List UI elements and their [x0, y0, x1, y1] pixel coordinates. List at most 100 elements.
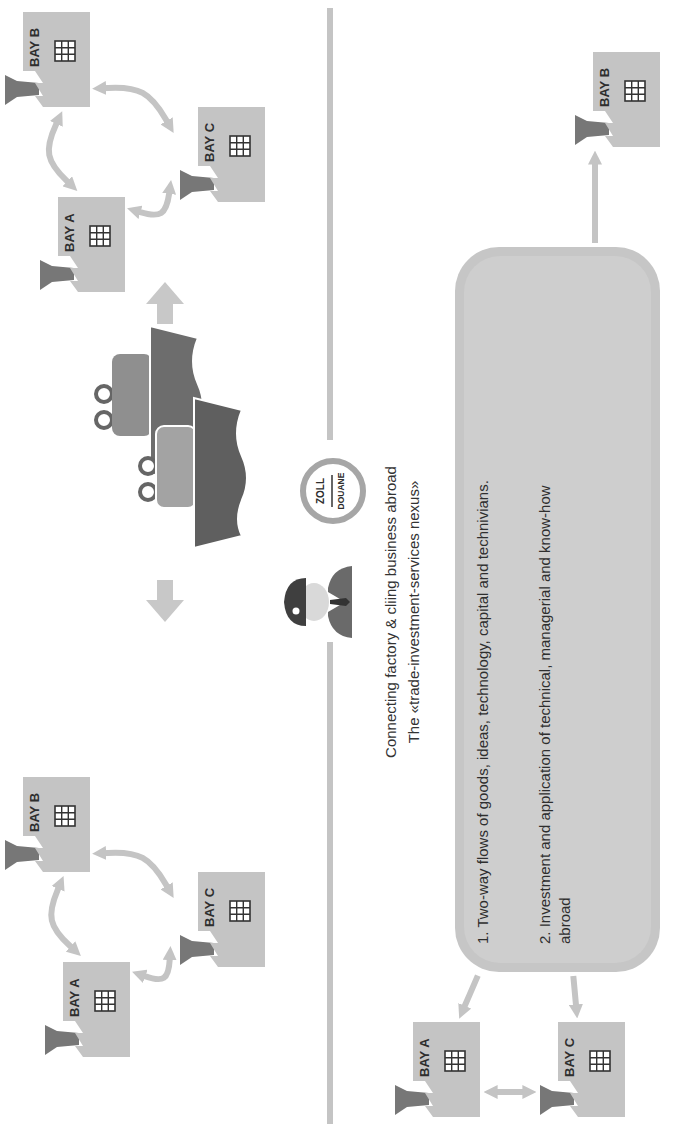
factory-window — [95, 991, 115, 1011]
flow-connector — [492, 1089, 528, 1095]
bay-label: BAY C — [562, 1022, 579, 1077]
factory-chimney — [575, 115, 609, 145]
ship-funnel — [96, 412, 112, 428]
factory-node: BAY B — [575, 52, 660, 147]
bay-label: BAY A — [417, 1022, 434, 1077]
factory-window — [55, 41, 75, 61]
cap-star — [293, 608, 300, 615]
factory-node: BAY C — [180, 107, 265, 202]
caption-text: The «trade-investment-services nexus» — [405, 352, 422, 872]
customs-text: DOUANE — [336, 458, 347, 524]
factory-chimney — [40, 260, 74, 290]
factory-shape — [5, 12, 90, 107]
ship-icon — [140, 398, 247, 548]
ship-funnel — [140, 484, 156, 500]
factory-node: BAY A — [45, 962, 130, 1057]
badge-ring — [303, 461, 363, 521]
info-box: 1. Two-way flows of goods, ideas, techno… — [455, 247, 660, 972]
box-outer — [455, 247, 660, 972]
ship-cabin — [112, 354, 152, 436]
flow-connector — [573, 976, 576, 1010]
window-grid — [95, 991, 115, 1011]
factory-body — [58, 197, 125, 292]
circle-shape — [300, 458, 366, 524]
factory-node: BAY A — [40, 197, 125, 292]
factory-shape — [180, 872, 265, 967]
factory-window — [625, 81, 645, 101]
window-grid — [230, 901, 250, 921]
flow-connector — [49, 119, 71, 185]
factory-window — [55, 806, 75, 826]
ship-hull — [194, 398, 247, 548]
window-grid — [445, 1051, 465, 1071]
badge-divider — [331, 475, 333, 507]
factory-shape — [540, 1022, 625, 1117]
info-text: 1. Two-way flows of goods, ideas, techno… — [473, 474, 493, 944]
factory-node: BAY C — [180, 872, 265, 967]
factory-chimney — [180, 170, 214, 200]
factory-body — [23, 12, 90, 107]
flow-connector — [51, 884, 74, 951]
bay-label: BAY A — [62, 197, 79, 252]
factory-window — [90, 226, 110, 246]
window-grid — [590, 1051, 610, 1071]
factory-chimney — [540, 1085, 574, 1115]
factory-body — [198, 107, 265, 202]
flow-connector — [101, 88, 170, 126]
customs-badge: ZOLL DOUANE — [300, 458, 366, 524]
factory-node: BAY B — [5, 777, 90, 872]
factory-node: BAY C — [540, 1022, 625, 1117]
factory-shape — [45, 962, 130, 1057]
flow-connector — [135, 188, 170, 214]
bay-label: BAY B — [597, 52, 614, 107]
factory-body — [23, 777, 90, 872]
factory-body — [413, 1022, 480, 1117]
window-grid — [230, 136, 250, 156]
officer-tie — [330, 598, 350, 606]
factory-window — [230, 136, 250, 156]
factory-body — [558, 1022, 625, 1117]
window-grid — [90, 226, 110, 246]
factory-body — [63, 962, 130, 1057]
caption-text: Connecting factory & cliing business abr… — [382, 352, 399, 872]
factory-body — [198, 872, 265, 967]
bay-label: BAY B — [27, 12, 44, 67]
window-grid — [55, 41, 75, 61]
bay-label: BAY B — [27, 777, 44, 832]
factory-chimney — [180, 935, 214, 965]
flow-connector — [140, 954, 170, 979]
box-inner — [464, 256, 651, 963]
ship-funnel — [140, 458, 156, 474]
factory-chimney — [395, 1085, 429, 1115]
factory-chimney — [5, 75, 39, 105]
flow-connector — [592, 159, 598, 243]
bay-label: BAY A — [67, 962, 84, 1017]
ship-funnel — [96, 386, 112, 402]
factory-shape — [40, 197, 125, 292]
factory-chimney — [5, 840, 39, 870]
factory-node: BAY B — [5, 12, 90, 107]
factory-window — [590, 1051, 610, 1071]
window-grid — [625, 81, 645, 101]
info-text: 2. Investment and application of technic… — [535, 474, 574, 944]
factory-shape — [575, 52, 660, 147]
factory-shape — [5, 777, 90, 872]
factory-node: BAY A — [395, 1022, 480, 1117]
factory-shape — [180, 107, 265, 202]
divider-line — [327, 8, 333, 440]
factory-window — [230, 901, 250, 921]
factory-chimney — [45, 1025, 79, 1055]
window-grid — [55, 806, 75, 826]
customs-officer — [284, 566, 352, 638]
flow-arrow — [146, 580, 184, 622]
divider-line — [327, 642, 333, 1124]
factory-body — [593, 52, 660, 147]
flow-connector — [463, 976, 478, 1011]
customs-text: ZOLL — [314, 458, 327, 524]
factory-window — [445, 1051, 465, 1071]
bay-label: BAY C — [202, 107, 219, 162]
flow-arrow — [146, 282, 184, 324]
ship-cabin — [156, 426, 196, 508]
officer-cap — [284, 578, 306, 626]
